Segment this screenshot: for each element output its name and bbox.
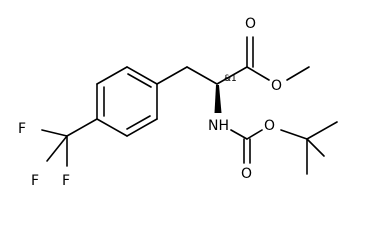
structure-canvas: F F F &1 O O NH O O xyxy=(18,16,338,189)
trifluoromethyl-group: F F F xyxy=(18,118,98,189)
stereo-wedge-bond xyxy=(214,85,222,113)
carbonyl-o-bond xyxy=(246,129,263,140)
tbutyl-methyl-bond xyxy=(306,121,338,140)
stereo-descriptor-label: &1 xyxy=(224,74,237,84)
fluorine-label: F xyxy=(31,173,39,189)
aryl-ch2-bond xyxy=(156,66,188,85)
aryl-cf3-bond xyxy=(66,118,98,137)
oxygen-label: O xyxy=(271,78,282,94)
boc-protecting-group: NH O O xyxy=(208,118,338,182)
tbutyl-methyl-bond xyxy=(306,138,325,157)
fluorine-label: F xyxy=(62,173,70,189)
oxygen-label: O xyxy=(241,166,252,182)
oxygen-label: O xyxy=(245,16,256,32)
oxygen-label: O xyxy=(264,118,275,134)
chemical-structure: F F F &1 O O NH O O xyxy=(18,16,338,189)
o-tbutyl-bond xyxy=(280,129,308,140)
methyl-ester-group: O O xyxy=(245,16,310,94)
benzene-ring xyxy=(96,66,158,137)
amino-acid-backbone: &1 xyxy=(156,66,248,113)
alpha-ester-bond xyxy=(216,66,248,85)
ring-bond xyxy=(126,118,158,137)
n-carbonyl-bond xyxy=(230,129,248,140)
nitrogen-label: NH xyxy=(208,118,229,134)
ester-o-bond xyxy=(246,66,270,81)
c-f-bond xyxy=(46,135,68,162)
fluorine-label: F xyxy=(18,121,26,137)
ring-bond xyxy=(126,66,158,85)
ring-double-bond xyxy=(127,73,152,88)
ch2-alpha-bond xyxy=(186,66,218,85)
ring-double-bond xyxy=(126,115,151,130)
c-f-bond xyxy=(41,129,68,137)
ring-bond xyxy=(96,66,128,85)
o-methyl-bond xyxy=(286,66,310,81)
ring-bond xyxy=(96,118,128,137)
